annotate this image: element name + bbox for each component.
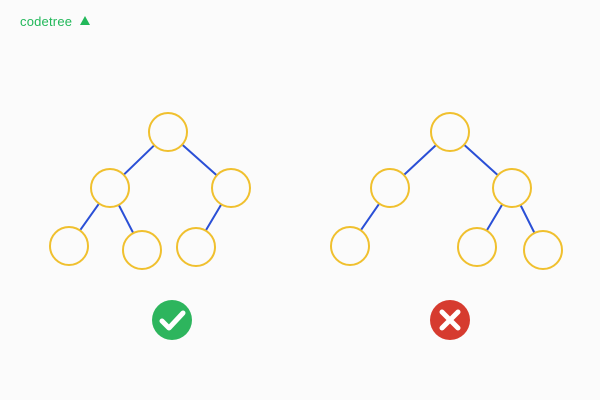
tree-node: [49, 226, 89, 266]
check-badge-circle: [152, 300, 192, 340]
tree-node: [211, 168, 251, 208]
tree-node: [176, 227, 216, 267]
tree-edge: [78, 202, 101, 232]
tree-node: [457, 227, 497, 267]
triangle-up-icon: [80, 15, 91, 25]
tree-edge: [519, 203, 536, 235]
tree-edge: [485, 203, 504, 232]
tree-node: [330, 226, 370, 266]
tree-edge: [359, 202, 381, 232]
tree-node: [370, 168, 410, 208]
tree-node: [492, 168, 532, 208]
tree-node: [430, 112, 470, 152]
complete-tree: [49, 112, 251, 270]
cross-icon: [439, 309, 461, 331]
tree-edge: [122, 144, 156, 176]
logo-text: codetree: [20, 13, 73, 29]
brand-logo: codetree: [20, 12, 91, 30]
tree-edge: [402, 143, 438, 177]
tree-edge: [117, 203, 135, 235]
tree-edge: [181, 143, 218, 177]
tree-node: [523, 230, 563, 270]
tree-node: [90, 168, 130, 208]
tree-edge: [204, 203, 223, 232]
tree-node: [148, 112, 188, 152]
check-icon: [159, 310, 186, 331]
tree-edge: [463, 143, 499, 177]
cross-badge: [430, 300, 470, 340]
tree-node: [122, 230, 162, 270]
check-badge: [152, 300, 192, 340]
incomplete-tree: [330, 112, 563, 270]
